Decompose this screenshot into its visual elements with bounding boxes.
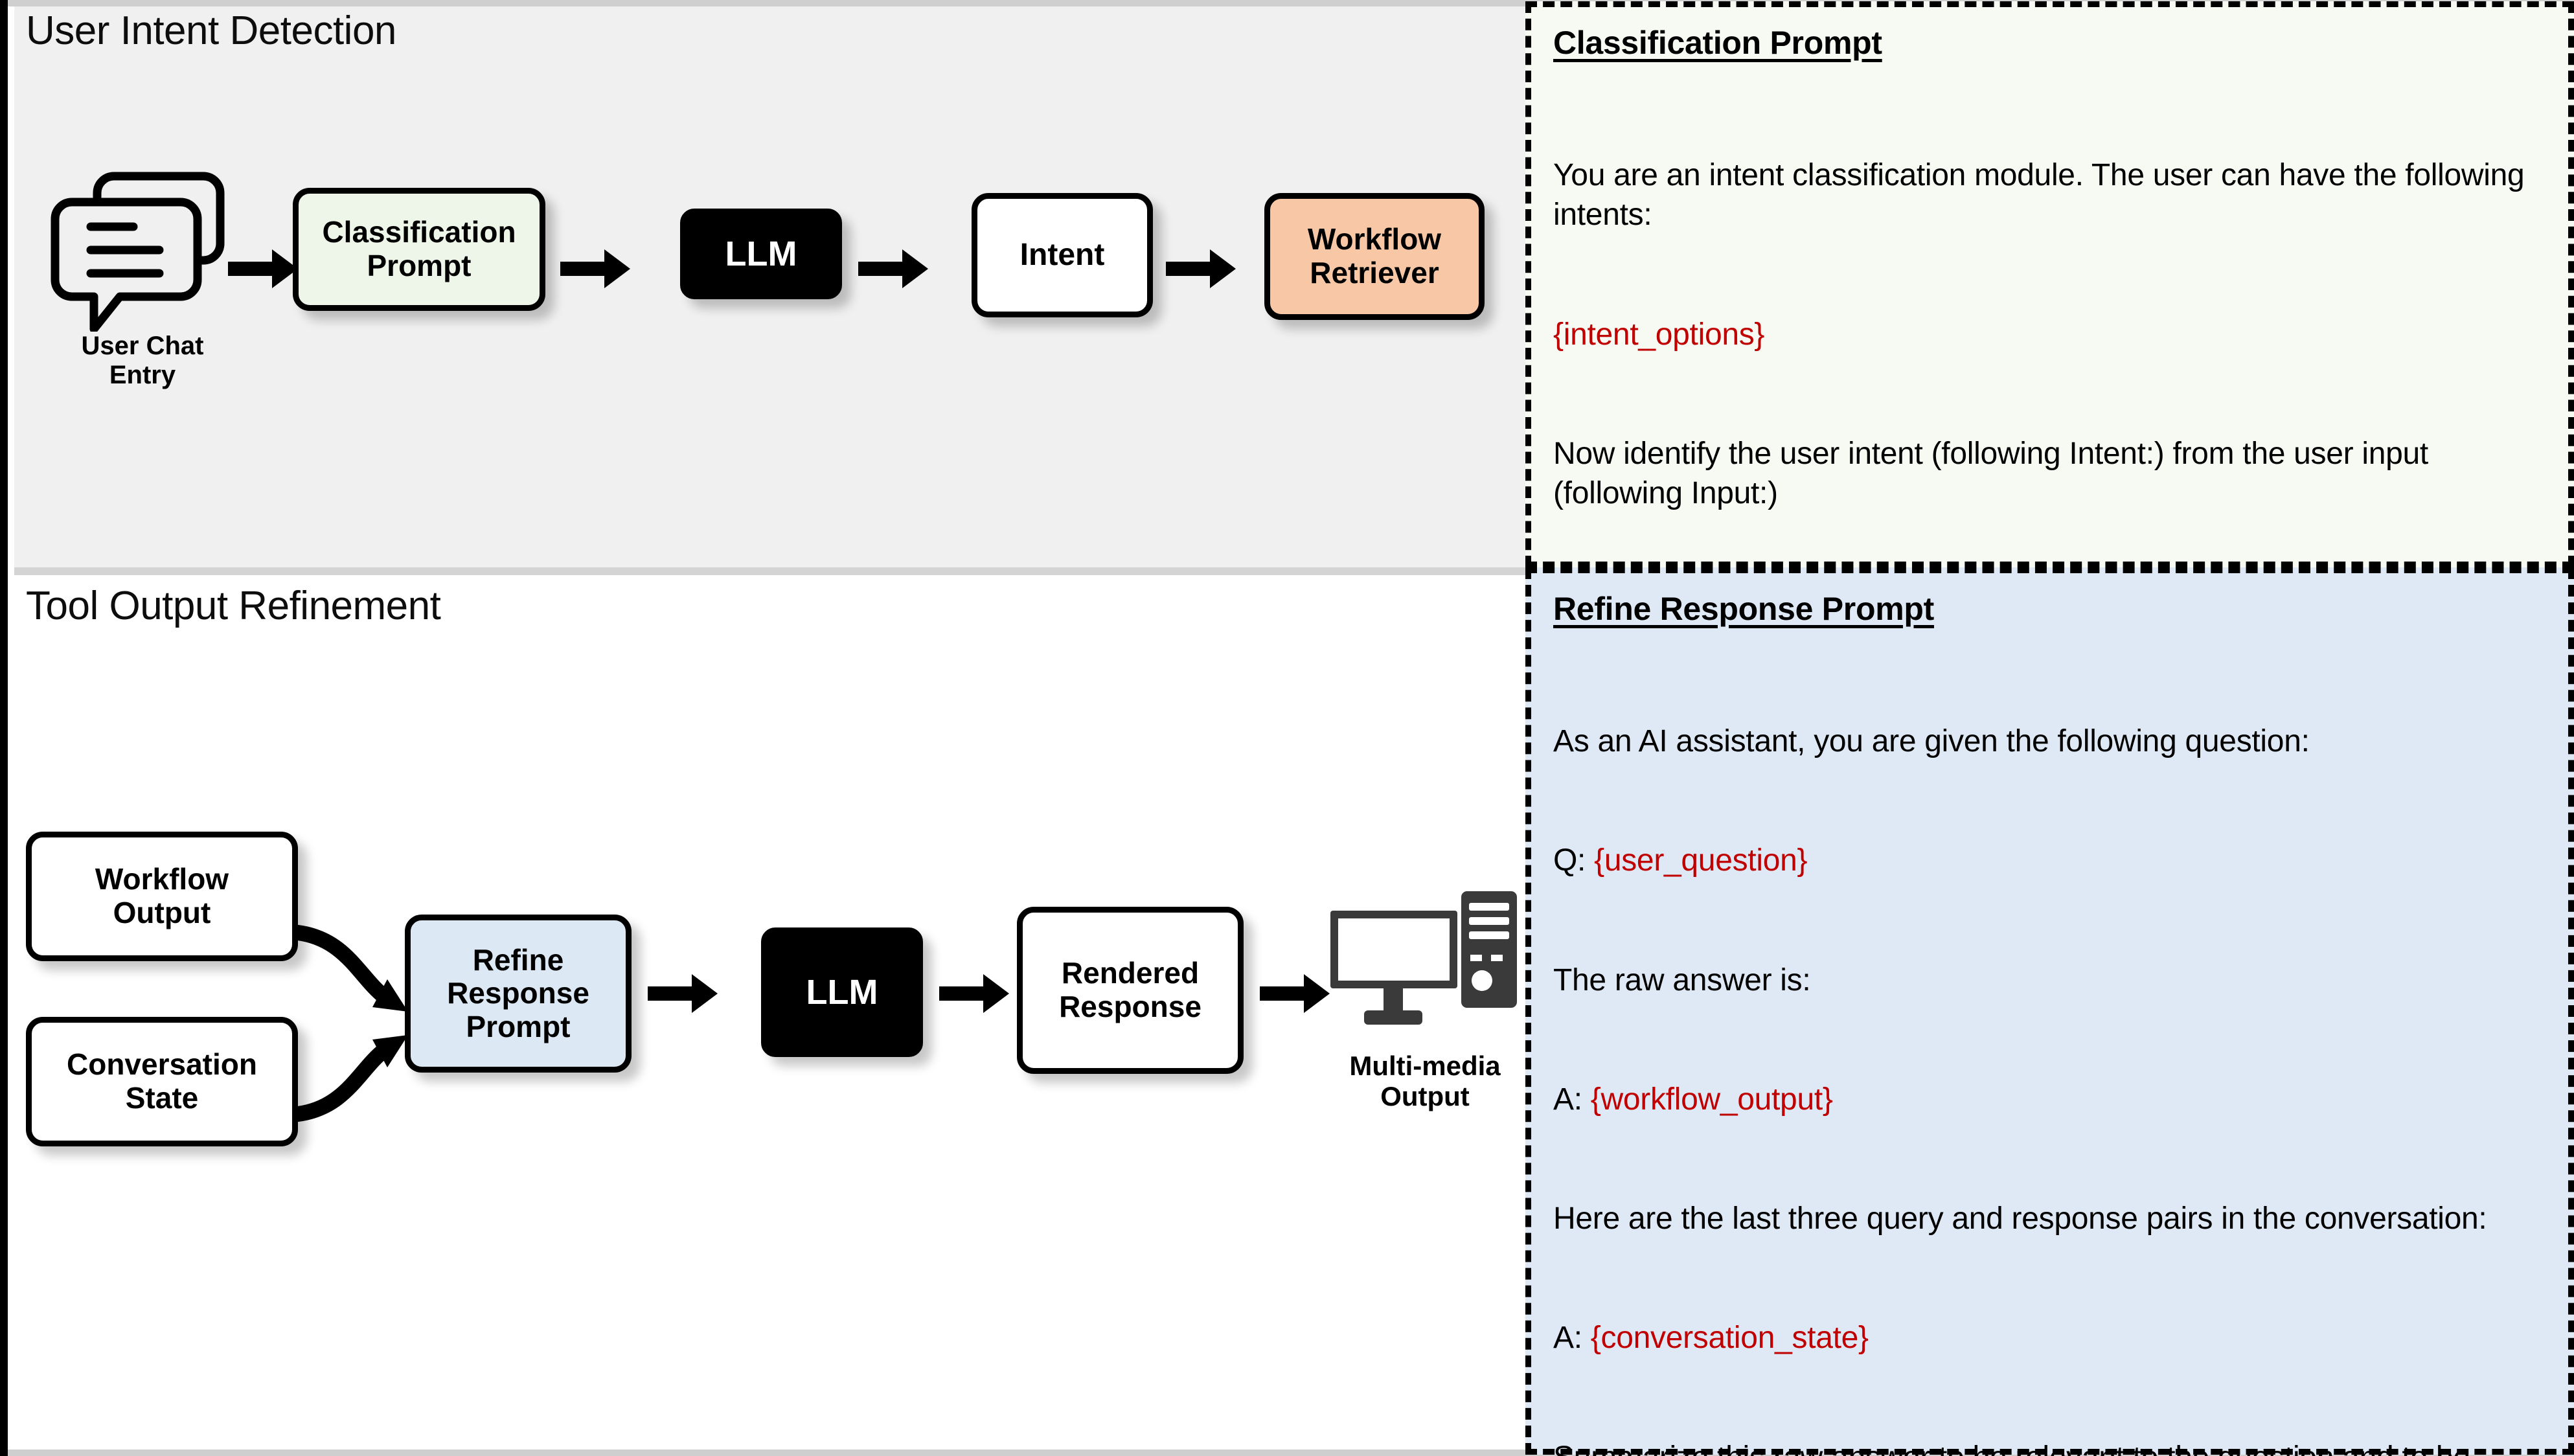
prompt-line: Now identify the user intent (following … <box>1553 436 2437 511</box>
refine-response-prompt-panel: Refine Response Prompt As an AI assistan… <box>1525 567 2574 1456</box>
prompt-line: Q: {user_question} <box>1553 841 2546 880</box>
refine-response-prompt-title: Refine Response Prompt <box>1553 591 1934 627</box>
section-title-tool-output-refinement: Tool Output Refinement <box>26 584 441 628</box>
prompt-line: A: {conversation_state} <box>1553 1318 2546 1358</box>
multimedia-output-label: Multi-media Output <box>1349 1051 1501 1112</box>
prompt-line: As an AI assistant, you are given the fo… <box>1553 723 2310 758</box>
user-chat-entry-label: User Chat Entry <box>81 332 204 389</box>
node-llm-intent[interactable]: LLM <box>680 209 842 299</box>
refine-response-prompt-body: As an AI assistant, you are given the fo… <box>1553 642 2546 1456</box>
prompt-label-a-2: A: <box>1553 1321 1591 1356</box>
node-workflow-output[interactable]: Workflow Output <box>26 832 298 961</box>
frame-left-edge <box>0 0 8 1456</box>
prompt-variable-intent-options: {intent_options} <box>1553 317 1765 352</box>
node-classification-prompt[interactable]: Classification Prompt <box>293 188 545 311</box>
classification-prompt-title: Classification Prompt <box>1553 25 1882 61</box>
prompt-line: Summarize this raw answer to be relevant… <box>1553 1438 2546 1456</box>
node-conversation-state[interactable]: Conversation State <box>26 1017 298 1146</box>
node-refine-response-prompt[interactable]: Refine Response Prompt <box>405 915 632 1073</box>
node-intent[interactable]: Intent <box>972 193 1153 317</box>
arrow-inputs-merge <box>290 842 424 1153</box>
panel-divider <box>14 567 1525 575</box>
node-llm-refine[interactable]: LLM <box>761 927 923 1057</box>
classification-prompt-panel: Classification Prompt You are an intent … <box>1525 1 2574 749</box>
prompt-line: You are an intent classification module.… <box>1553 157 2533 233</box>
frame-top-bevel <box>8 0 2574 6</box>
node-rendered-response[interactable]: Rendered Response <box>1017 907 1244 1074</box>
prompt-label-q: Q: <box>1553 843 1595 878</box>
prompt-label-a-1: A: <box>1553 1082 1591 1117</box>
prompt-variable-workflow-output: {workflow_output} <box>1590 1082 1833 1117</box>
prompt-variable-conversation-state: {conversation_state} <box>1590 1321 1869 1356</box>
frame-bottom-bevel <box>8 1450 2574 1456</box>
prompt-line: Here are the last three query and respon… <box>1553 1201 2487 1236</box>
prompt-line: A: {workflow_output} <box>1553 1080 2546 1119</box>
chat-bubbles-icon <box>51 170 232 334</box>
prompt-variable-user-question: {user_question} <box>1594 843 1808 878</box>
prompt-line: The raw answer is: <box>1553 962 1811 997</box>
node-workflow-retriever[interactable]: Workflow Retriever <box>1264 193 1485 320</box>
desktop-computer-icon <box>1327 886 1521 1041</box>
section-title-user-intent-detection: User Intent Detection <box>26 8 396 53</box>
